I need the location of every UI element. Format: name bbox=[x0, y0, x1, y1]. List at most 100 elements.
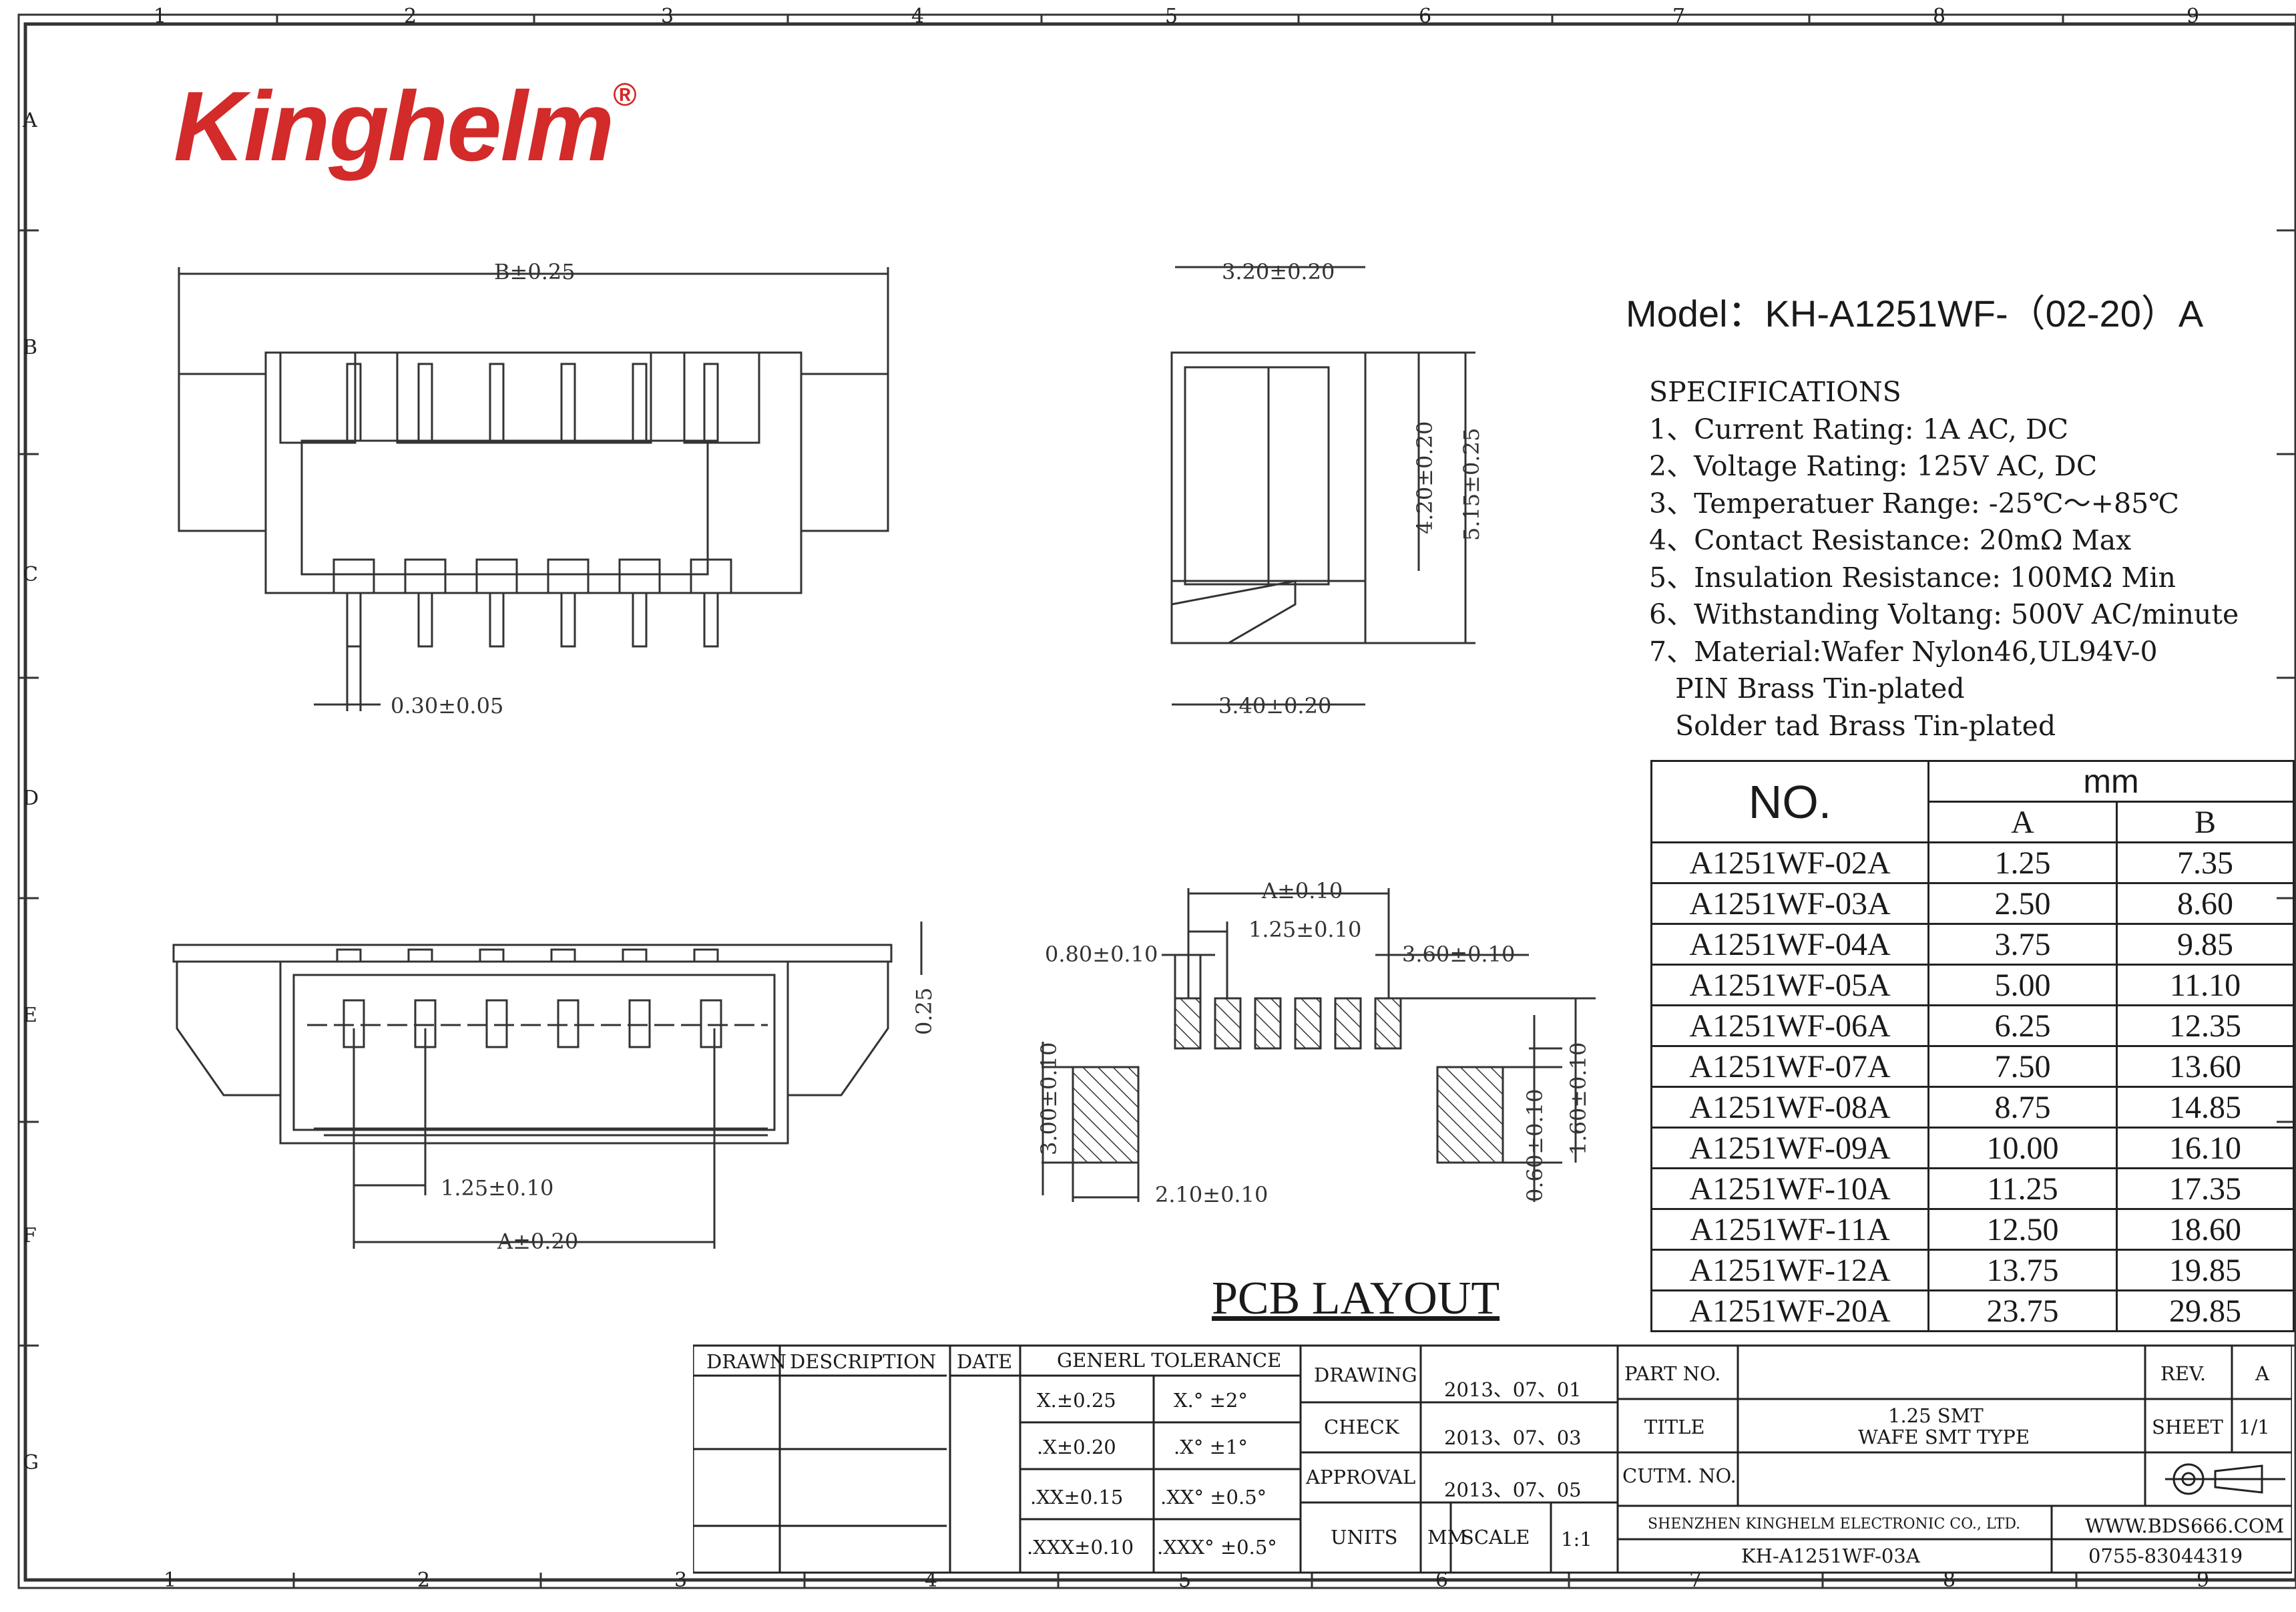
tb-scale-val: 1:1 bbox=[1561, 1528, 1592, 1551]
grid-top-6: 6 bbox=[1419, 5, 1431, 28]
grid-top-4: 4 bbox=[911, 5, 924, 28]
dim-025: 0.25 bbox=[911, 988, 937, 1035]
tb-company: SHENZHEN KINGHELM ELECTRONIC CO., LTD. bbox=[1648, 1516, 2021, 1533]
spec-item: 3、Temperatuer Range: -25℃～+85℃ bbox=[1649, 487, 2180, 520]
dim-060: 0.60±0.10 bbox=[1522, 1089, 1548, 1202]
cell-a: 7.50 bbox=[1927, 1045, 2118, 1088]
tb-title-line2: WAFE SMT TYPE bbox=[1858, 1426, 2030, 1448]
tb-sheet-val: 1/1 bbox=[2239, 1416, 2270, 1438]
dim-125-bottom: 1.25±0.10 bbox=[441, 1175, 553, 1201]
cell-a: 11.25 bbox=[1927, 1167, 2118, 1210]
cell-no: A1251WF-05A bbox=[1650, 964, 1929, 1006]
tb-approval: APPROVAL bbox=[1306, 1466, 1416, 1488]
grid-bottom-2: 2 bbox=[417, 1569, 430, 1592]
grid-bottom-6: 6 bbox=[1435, 1569, 1448, 1592]
cell-b: 9.85 bbox=[2116, 923, 2295, 966]
tb-tolerance: GENERL TOLERANCE bbox=[1057, 1349, 1282, 1372]
cell-no: A1251WF-12A bbox=[1650, 1249, 1929, 1291]
spec-item: 5、Insulation Resistance: 100MΩ Min bbox=[1649, 561, 2176, 594]
cell-b: 7.35 bbox=[2116, 841, 2295, 884]
tb-tol3d: .XX° ±0.5° bbox=[1160, 1486, 1267, 1508]
dim-160: 1.60±0.10 bbox=[1566, 1042, 1591, 1155]
cell-b: 19.85 bbox=[2116, 1249, 2295, 1291]
tb-website: WWW.BDS666.COM bbox=[2085, 1515, 2285, 1537]
cell-a: 1.25 bbox=[1927, 841, 2118, 884]
grid-left-g: G bbox=[23, 1451, 39, 1474]
tb-tol1d: X.° ±2° bbox=[1174, 1389, 1248, 1412]
dim-030: 0.30±0.05 bbox=[391, 693, 503, 719]
cell-no: A1251WF-07A bbox=[1650, 1045, 1929, 1088]
specs-heading: SPECIFICATIONS bbox=[1649, 376, 1901, 408]
spec-item: PIN Brass Tin-plated bbox=[1649, 672, 1965, 704]
top-zone-ticks bbox=[276, 15, 2078, 1588]
spec-item: 6、Withstanding Voltang: 500V AC/minute bbox=[1649, 598, 2239, 630]
grid-top-5: 5 bbox=[1165, 5, 1178, 28]
dimension-labels: B±0.25 3.20±0.20 0.30±0.05 3.40±0.20 A±0… bbox=[391, 259, 1591, 1254]
grid-top-9: 9 bbox=[2187, 5, 2199, 28]
spec-item: Solder tad Brass Tin-plated bbox=[1649, 709, 2056, 742]
cell-a: 23.75 bbox=[1927, 1289, 2118, 1332]
dim-320: 3.20±0.20 bbox=[1222, 259, 1335, 284]
tb-sheet: SHEET bbox=[2152, 1416, 2223, 1438]
unit-header: mm bbox=[1927, 760, 2295, 803]
tb-title: TITLE bbox=[1644, 1416, 1705, 1438]
cell-no: A1251WF-11A bbox=[1650, 1208, 1929, 1251]
tb-rev: REV. bbox=[2160, 1362, 2207, 1385]
front-view bbox=[178, 267, 889, 711]
cell-b: 17.35 bbox=[2116, 1167, 2295, 1210]
tb-date: DATE bbox=[957, 1350, 1013, 1373]
dim-300: 3.00±0.10 bbox=[1036, 1042, 1062, 1155]
dim-420: 4.20±0.20 bbox=[1412, 421, 1437, 534]
grid-bottom-1: 1 bbox=[164, 1569, 176, 1592]
specifications: SPECIFICATIONS 1、Current Rating: 1A AC, D… bbox=[1649, 374, 2239, 745]
dim-080: 0.80±0.10 bbox=[1045, 942, 1158, 967]
tb-part-no: PART NO. bbox=[1624, 1362, 1721, 1385]
cell-no: A1251WF-03A bbox=[1650, 882, 1929, 925]
cell-no: A1251WF-08A bbox=[1650, 1086, 1929, 1129]
cell-no: A1251WF-06A bbox=[1650, 1004, 1929, 1047]
cell-a: 8.75 bbox=[1927, 1086, 2118, 1129]
title-block-grid bbox=[693, 1344, 2292, 1574]
spec-item: 1、Current Rating: 1A AC, DC bbox=[1649, 413, 2069, 445]
grid-left-a: A bbox=[22, 109, 37, 132]
cell-b: 18.60 bbox=[2116, 1208, 2295, 1251]
kinghelm-logo: Kinghelm® bbox=[174, 70, 637, 184]
dim-b: B±0.25 bbox=[494, 259, 576, 284]
cell-a: 2.50 bbox=[1927, 882, 2118, 925]
grid-bottom-5: 5 bbox=[1178, 1569, 1191, 1592]
grid-bottom-7: 7 bbox=[1689, 1569, 1702, 1592]
registered-mark: ® bbox=[613, 77, 636, 113]
grid-bottom-8: 8 bbox=[1943, 1569, 1956, 1592]
cell-b: 29.85 bbox=[2116, 1289, 2295, 1332]
grid-labels: 1 2 3 4 5 6 7 8 9 1 2 3 4 5 6 7 8 9 A B … bbox=[22, 5, 2209, 1592]
grid-bottom-9: 9 bbox=[2197, 1569, 2209, 1592]
tb-part-code: KH-A1251WF-03A bbox=[1741, 1545, 1920, 1567]
tb-tol1: X.±0.25 bbox=[1037, 1389, 1116, 1412]
grid-top-8: 8 bbox=[1933, 5, 1945, 28]
grid-left-e: E bbox=[23, 1004, 37, 1027]
grid-top-7: 7 bbox=[1672, 5, 1685, 28]
spec-item: 4、Contact Resistance: 20mΩ Max bbox=[1649, 524, 2132, 556]
dim-340: 3.40±0.20 bbox=[1218, 693, 1331, 719]
tb-title-line1: 1.25 SMT bbox=[1888, 1404, 1984, 1427]
tb-drawing: DRAWING bbox=[1314, 1364, 1417, 1386]
grid-top-3: 3 bbox=[661, 5, 674, 28]
dim-515: 5.15±0.25 bbox=[1459, 428, 1484, 541]
frame-inner bbox=[23, 22, 2296, 1582]
tb-tol3: .XX±0.15 bbox=[1030, 1486, 1124, 1508]
col-b-header: B bbox=[2116, 801, 2295, 843]
frame-outer bbox=[17, 13, 2296, 1589]
tb-scale: SCALE bbox=[1461, 1526, 1530, 1549]
cell-no: A1251WF-20A bbox=[1650, 1289, 1929, 1332]
grid-top-1: 1 bbox=[154, 5, 166, 28]
cell-b: 11.10 bbox=[2116, 964, 2295, 1006]
tb-drawing-date: 2013、07、01 bbox=[1444, 1378, 1582, 1401]
cell-a: 10.00 bbox=[1927, 1127, 2118, 1169]
tb-check: CHECK bbox=[1324, 1416, 1399, 1438]
